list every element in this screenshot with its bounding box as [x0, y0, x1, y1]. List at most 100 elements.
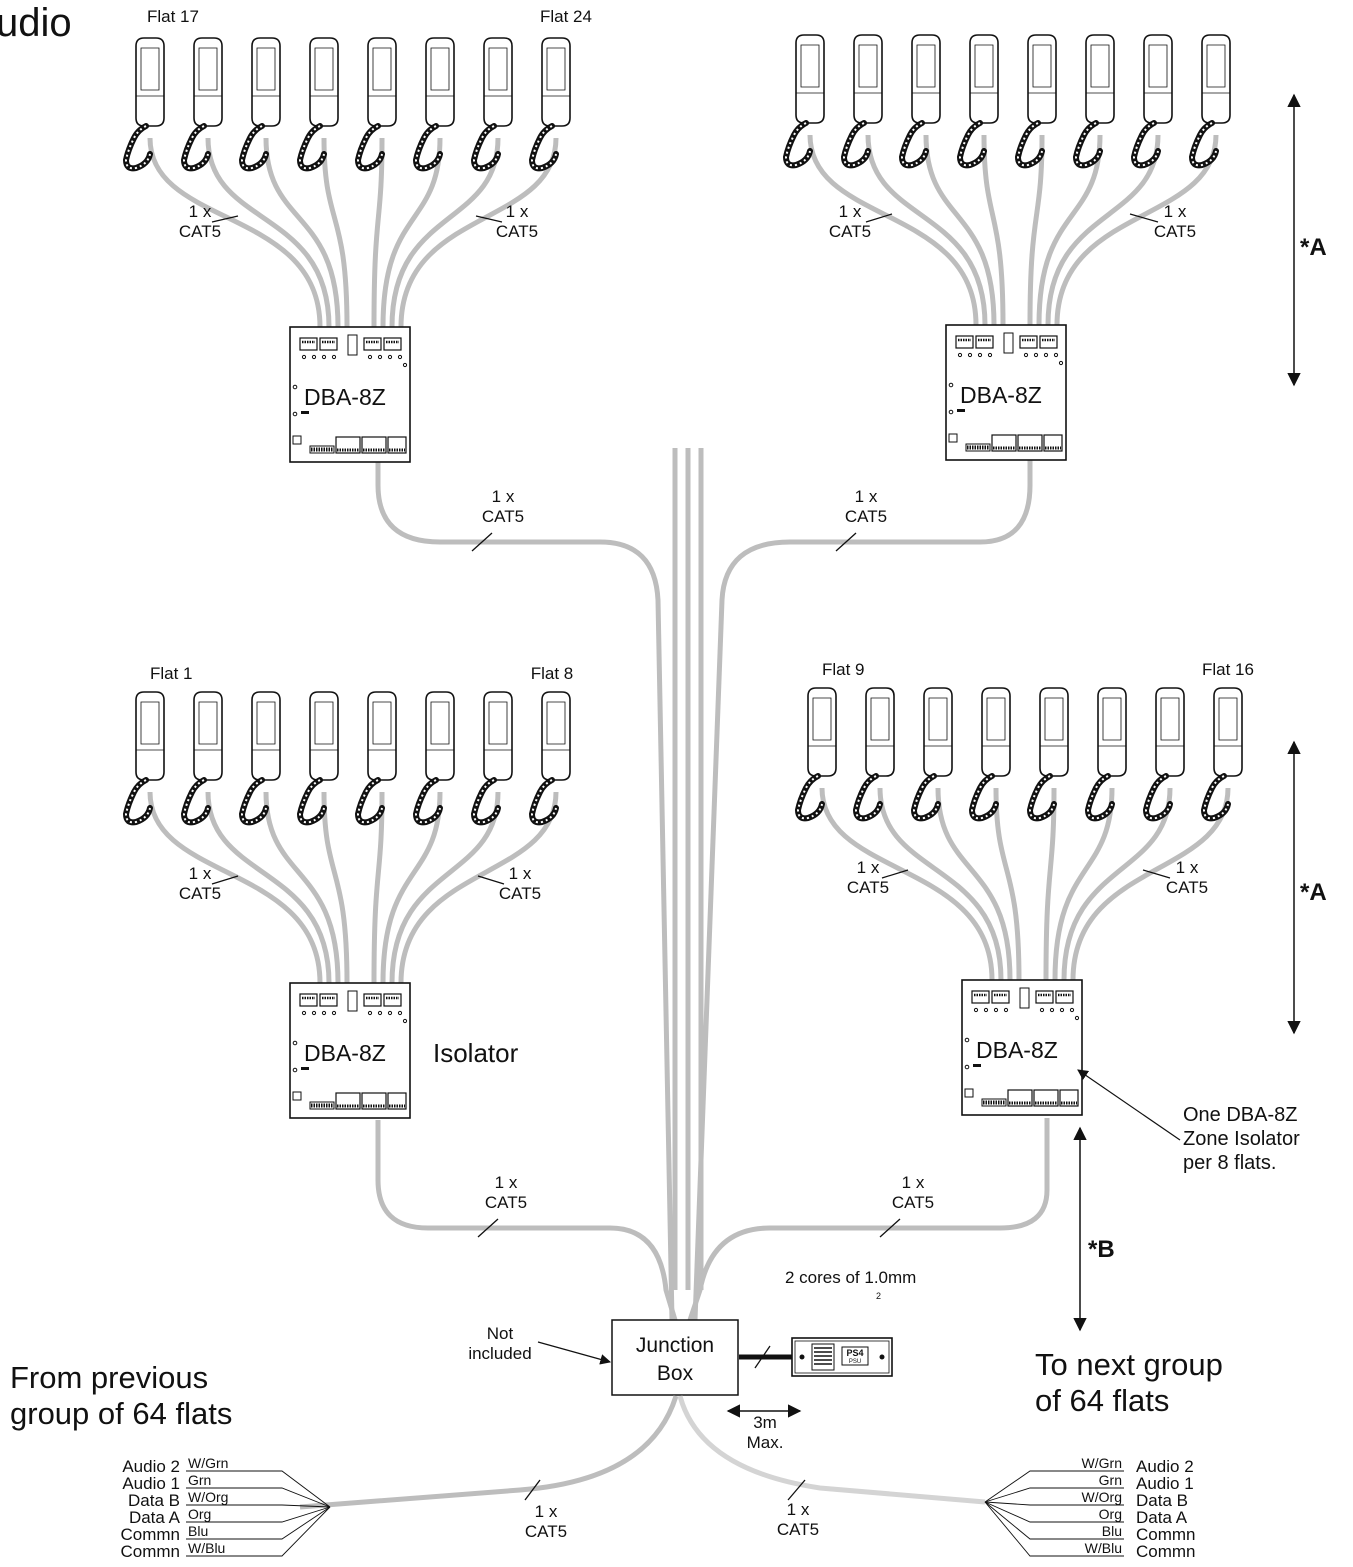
handset-icon — [840, 34, 883, 169]
marker-b-label: *B — [1088, 1236, 1115, 1263]
handset-icon — [354, 691, 397, 826]
handset-icon — [910, 687, 953, 822]
wiring-signal-label: Data A — [129, 1508, 181, 1527]
riser-cables — [375, 460, 1050, 1321]
wiring-color-label: Org — [188, 1506, 211, 1522]
cable-tick — [211, 875, 239, 885]
flat-cables — [147, 137, 559, 328]
isolator-note: Isolator — [433, 1038, 519, 1068]
handset-icon — [122, 37, 165, 172]
flat-last-label: Flat 8 — [531, 664, 574, 683]
psu-cores-sup: 2 — [876, 1291, 881, 1301]
wiring-color-label: Grn — [1099, 1472, 1122, 1488]
wiring-color-label: W/Org — [1082, 1489, 1122, 1505]
header-title-fragment: udio — [0, 1, 72, 45]
wiring-color-label: W/Blu — [1085, 1540, 1122, 1556]
handset-icon — [1142, 687, 1185, 822]
handset-icon — [1014, 34, 1057, 169]
wiring-signal-label: Data B — [128, 1491, 180, 1510]
handset-icon — [898, 34, 941, 169]
handset-icon — [852, 687, 895, 822]
handset-icon — [354, 37, 397, 172]
handset-icon — [412, 37, 455, 172]
svg-text:PSU: PSU — [849, 1359, 861, 1365]
flat-last-label: Flat 24 — [540, 7, 592, 26]
dba-8z-isolator: DBA-8Z — [945, 324, 1067, 461]
handset-icon — [1130, 34, 1173, 169]
handset-icon — [412, 691, 455, 826]
handset-icon — [296, 37, 339, 172]
cable-tick — [865, 213, 893, 223]
wiring-signal-label: Commn — [120, 1542, 180, 1561]
not-included-leader — [537, 1341, 612, 1365]
wiring-color-label: W/Grn — [188, 1455, 228, 1471]
cable-tick — [1142, 869, 1171, 879]
wiring-signal-label: Audio 1 — [1136, 1474, 1194, 1493]
wiring-signal-label: Audio 2 — [1136, 1457, 1194, 1476]
handset-icon — [1072, 34, 1115, 169]
handset-icon — [1026, 687, 1069, 822]
handset-icon — [180, 37, 223, 172]
riser-bundle — [672, 448, 704, 1290]
next-cable-tick — [787, 1479, 806, 1501]
handset-icon — [122, 691, 165, 826]
flat-first-label: Flat 1 — [150, 664, 193, 683]
bottom-cables — [299, 1395, 986, 1510]
wiring-signal-label: Audio 2 — [122, 1457, 180, 1476]
wiring-signal-label: Commn — [1136, 1542, 1196, 1561]
wiring-color-label: W/Blu — [188, 1540, 225, 1556]
wiring-color-label: Org — [1099, 1506, 1122, 1522]
cable-ticks — [471, 532, 901, 1238]
cable-tick — [211, 215, 239, 223]
handset-icon — [1188, 34, 1231, 169]
handset-icon — [528, 691, 571, 826]
handset-icon — [470, 691, 513, 826]
handset-icon — [470, 37, 513, 172]
flat-last-label: Flat 16 — [1202, 660, 1254, 679]
handset-icon — [180, 691, 223, 826]
handset-icon — [296, 691, 339, 826]
flat-first-label: Flat 17 — [147, 7, 199, 26]
wiring-color-label: Grn — [188, 1472, 211, 1488]
psu-cable-tick — [754, 1345, 771, 1369]
cable-tick — [475, 215, 503, 223]
device-label: DBA-8Z — [960, 382, 1042, 408]
callout-leader — [1077, 1069, 1181, 1141]
device-label: DBA-8Z — [304, 384, 386, 410]
wiring-signal-label: Data B — [1136, 1491, 1188, 1510]
marker-a-bottom-label: *A — [1300, 879, 1327, 906]
dba-8z-isolator: DBA-8Z — [961, 979, 1083, 1116]
cable-tick — [1129, 213, 1159, 223]
dba-8z-isolator: DBA-8Z — [289, 982, 411, 1119]
svg-text:PS4: PS4 — [846, 1348, 863, 1358]
wiring-color-label: Blu — [1102, 1523, 1122, 1539]
handset-icon — [782, 34, 825, 169]
device-label: DBA-8Z — [976, 1037, 1058, 1063]
wiring-signal-label: Commn — [1136, 1525, 1196, 1544]
dba-8z-isolator: DBA-8Z — [289, 326, 411, 463]
flat-first-label: Flat 9 — [822, 660, 865, 679]
psu-cores-label: 2 cores of 1.0mm — [785, 1268, 916, 1287]
marker-a-top-label: *A — [1300, 234, 1327, 261]
